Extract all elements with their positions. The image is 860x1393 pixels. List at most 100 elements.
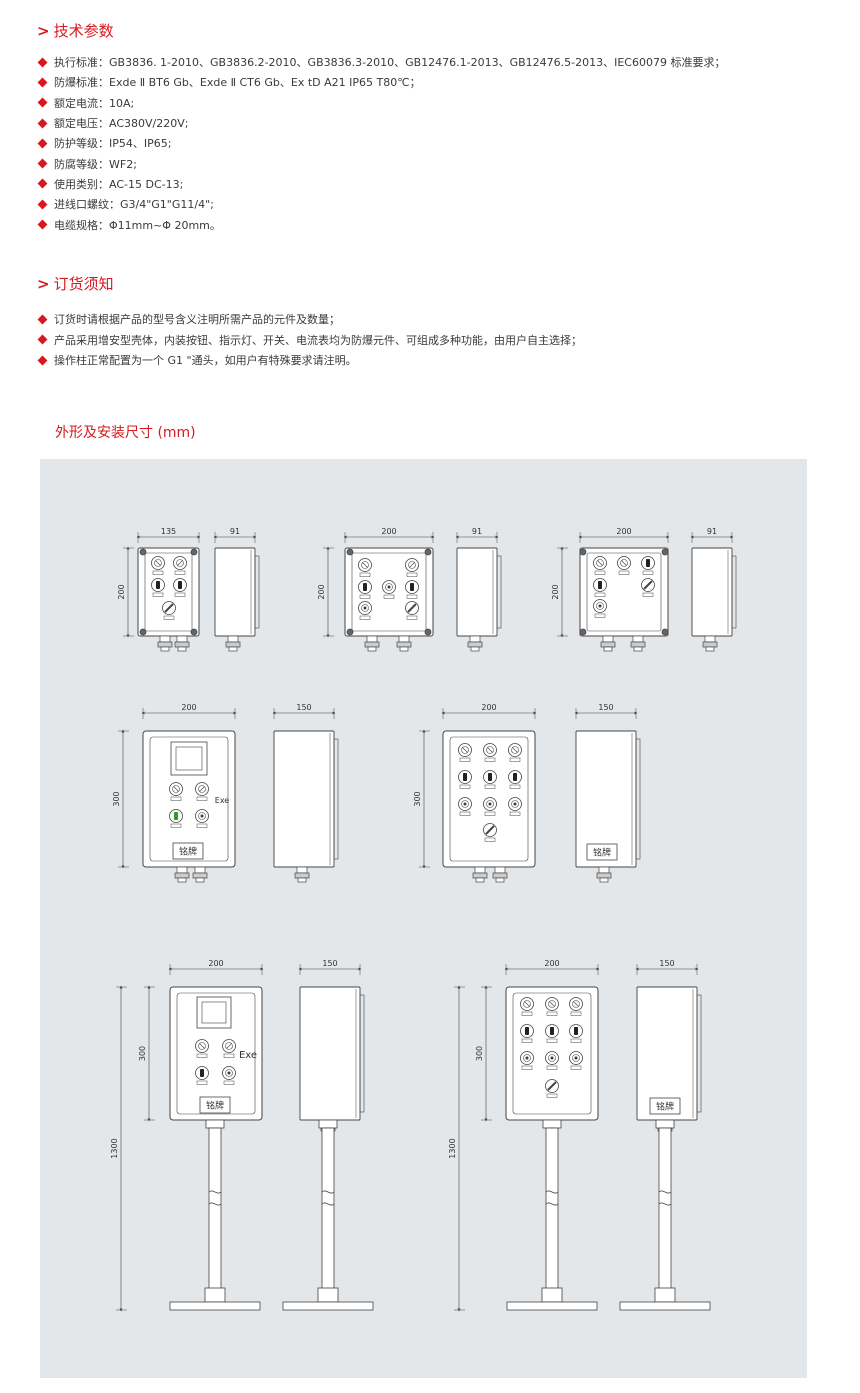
drawing-circle (598, 604, 602, 608)
drawing-outline (496, 555, 502, 629)
drawing-tag (594, 592, 606, 597)
drawing-circle (176, 559, 184, 567)
drawing-outline (596, 872, 612, 879)
drawing-outline (654, 1287, 676, 1303)
drawing-tag (484, 784, 496, 789)
break-mark (545, 1190, 559, 1194)
drawing-outline (194, 866, 206, 874)
dimension-label: 91 (472, 527, 482, 536)
drawing-outline (398, 635, 410, 643)
drawing-outline (449, 736, 529, 862)
drawing-outline (542, 1119, 562, 1129)
break-mark (321, 1190, 335, 1194)
break-mark (208, 1202, 222, 1206)
drawing-circle (190, 628, 198, 636)
dimension-label: 135 (161, 527, 176, 536)
dimension-label: 200 (181, 703, 196, 712)
drawing-tag (594, 613, 606, 618)
drawing-outline (655, 1119, 675, 1129)
drawing-outline (225, 641, 241, 648)
dimension-label: 300 (112, 791, 121, 806)
drawing-tag (406, 594, 418, 599)
drawing-circle (424, 548, 432, 556)
drawing-outline (199, 1096, 231, 1114)
drawing-line (155, 560, 161, 566)
drawing-outline (467, 641, 483, 648)
drawing-lamp (200, 1069, 204, 1077)
drawing-tag (223, 1053, 235, 1058)
drawing-outline (359, 994, 365, 1113)
order-item: 操作柱正常配置为一个 G1 "通头，如用户有特殊要求请注明。 (37, 350, 582, 371)
drawing-outline (472, 872, 488, 879)
drawing-tag (642, 592, 654, 597)
drawing-circle (620, 559, 628, 567)
drawing-outline (705, 646, 715, 652)
dimension-label: 200 (208, 959, 223, 968)
drawing-tag (521, 1011, 533, 1016)
drawing-circle (361, 604, 369, 612)
drawing-tag (406, 615, 418, 620)
drawing-outline (602, 635, 614, 643)
break-mark (208, 1190, 222, 1194)
drawing-lamp (513, 773, 517, 781)
drawing-outline (174, 872, 190, 879)
dimension-label: 200 (381, 527, 396, 536)
drawing-lamp (410, 583, 414, 591)
drawing-outline (691, 547, 733, 637)
drawing-lamp (598, 581, 602, 589)
drawing-tag (546, 1011, 558, 1016)
drawing-outline (492, 872, 508, 879)
bullet-text: 额定电压：AC380V/220V; (54, 117, 189, 131)
drawing-circle (461, 746, 469, 754)
drawing-circle (661, 628, 669, 636)
drawing-lamp (488, 773, 492, 781)
drawing-outline (469, 635, 481, 643)
drawing-circle (346, 548, 354, 556)
drawing-tag (618, 570, 630, 575)
drawing-outline (702, 641, 718, 648)
drawing-outline (195, 877, 205, 883)
order-notes-title: >订货须知 (37, 275, 114, 293)
drawing-outline (177, 877, 187, 883)
drawing-line (407, 603, 417, 613)
drawing-outline (176, 635, 188, 643)
dimension-label: 91 (707, 527, 717, 536)
drawing-outline (704, 635, 716, 643)
drawing-outline (600, 641, 616, 648)
dimension-label: 200 (551, 584, 560, 599)
drawing-outline (149, 736, 229, 862)
drawing-outline (176, 992, 256, 1115)
drawing-circle (511, 800, 519, 808)
drawing-line (487, 747, 493, 753)
drawing-tag (163, 615, 175, 620)
drawing-outline (367, 646, 377, 652)
drawing-outline (545, 1127, 559, 1291)
drawing-tag (546, 1093, 558, 1098)
drawing-line (173, 786, 179, 792)
drawing-circle (523, 1000, 531, 1008)
dimension-label: 200 (616, 527, 631, 536)
drawing-circle (408, 561, 416, 569)
drawing-outline (144, 552, 193, 632)
drawing-outline (333, 738, 339, 860)
drawing-circle (513, 802, 517, 806)
exe-label: Exe (215, 796, 230, 805)
drawing-tag (170, 796, 182, 801)
drawing-outline (205, 1119, 225, 1129)
drawing-outline (586, 552, 662, 632)
drawing-circle (579, 548, 587, 556)
drawing-outline (475, 877, 485, 883)
drawing-tag (196, 1053, 208, 1058)
dimension-label: 150 (322, 959, 337, 968)
drawing-tag (359, 615, 371, 620)
drawing-tag (570, 1011, 582, 1016)
drawing-outline (175, 746, 203, 771)
drawing-circle (225, 1069, 233, 1077)
drawing-line (226, 1043, 232, 1049)
drawing-outline (649, 1097, 681, 1115)
nameplate-label: 铭牌 (656, 1101, 674, 1113)
drawing-circle (574, 1056, 578, 1060)
drawing-outline (177, 646, 187, 652)
drawing-outline (321, 1127, 335, 1291)
drawing-circle (523, 1054, 531, 1062)
